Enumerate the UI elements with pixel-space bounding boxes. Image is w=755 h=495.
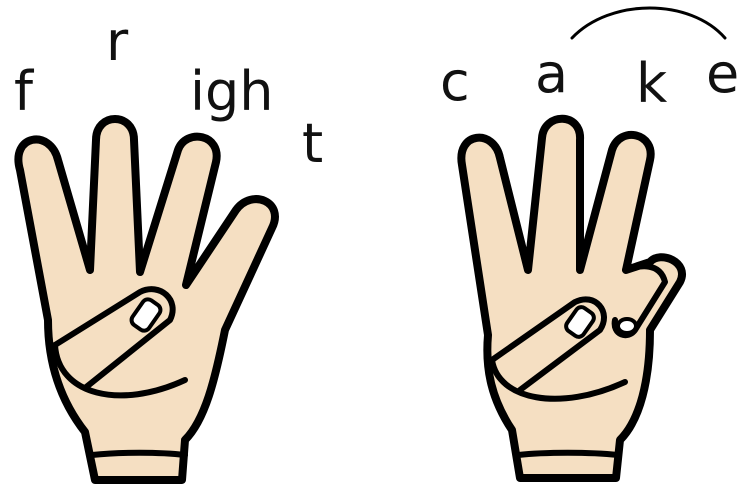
right-hand (461, 119, 682, 478)
right-letter-c: c (440, 50, 470, 113)
right-letter-e: e (706, 42, 739, 105)
left-letter-igh: igh (190, 60, 274, 123)
right-letter-a: a (535, 42, 568, 105)
left-wrist-crease (92, 453, 185, 455)
left-hand (18, 119, 275, 480)
right-letter-k: k (636, 52, 668, 115)
left-letter-t: t (302, 112, 323, 175)
left-letter-f: f (14, 60, 35, 123)
right-hand-outline (461, 119, 682, 478)
right-bent-nail (618, 319, 636, 333)
split-digraph-arc (572, 8, 725, 38)
left-letter-r: r (106, 10, 129, 73)
right-wrist-crease (518, 453, 618, 455)
